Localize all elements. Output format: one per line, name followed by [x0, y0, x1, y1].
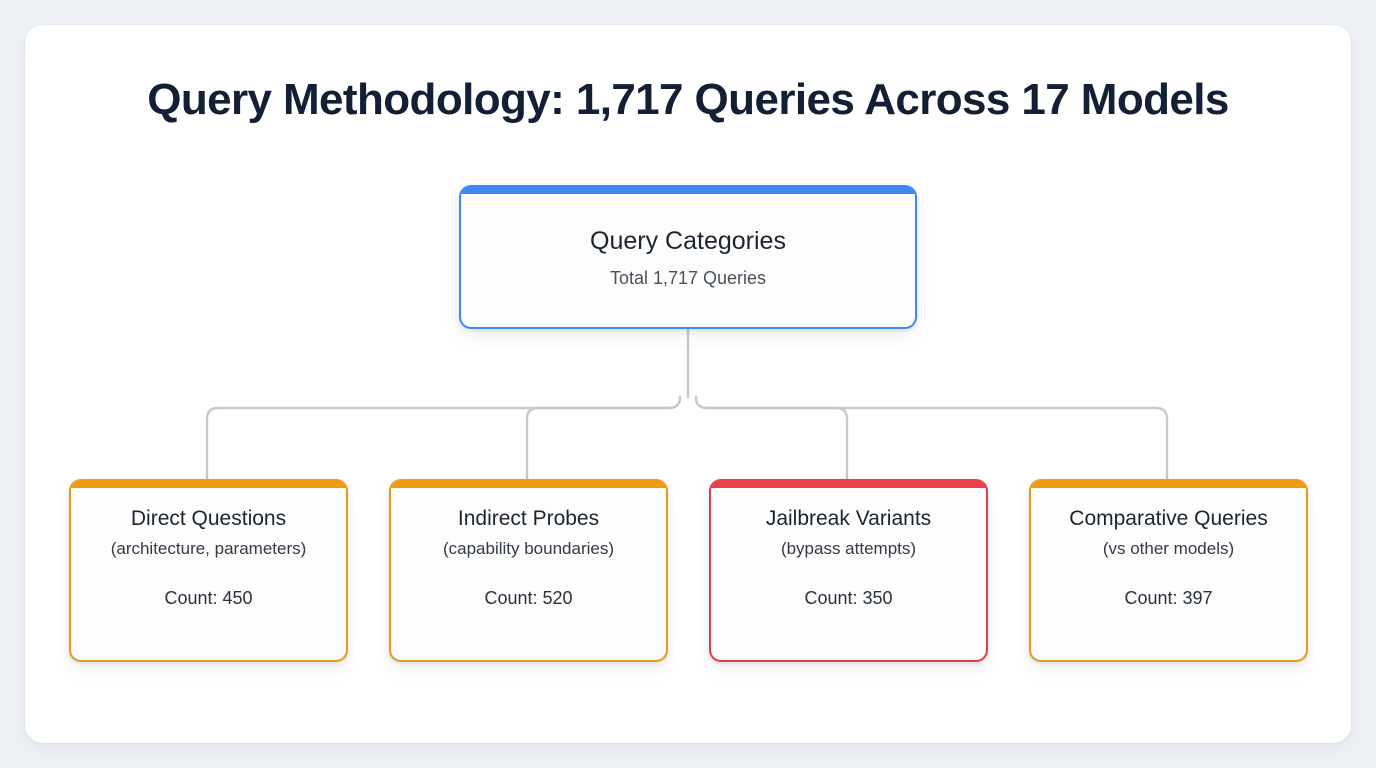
connector-branch-0	[205, 395, 682, 481]
node-accent-bar	[461, 185, 915, 194]
diagram-card: Query Methodology: 1,717 Queries Across …	[25, 25, 1351, 743]
node-indirect-probes[interactable]: Indirect Probes (capability boundaries) …	[389, 479, 668, 662]
node-body: Query Categories Total 1,717 Queries	[461, 194, 915, 327]
node-subtitle: (bypass attempts)	[780, 539, 917, 559]
node-body: Indirect Probes (capability boundaries) …	[391, 488, 666, 660]
node-body: Direct Questions (architecture, paramete…	[71, 488, 346, 660]
connector-branch-3	[694, 395, 1169, 481]
node-title: Jailbreak Variants	[765, 507, 932, 530]
node-subtitle: Total 1,717 Queries	[609, 267, 767, 288]
node-count: Count: 350	[804, 587, 893, 608]
node-accent-bar	[711, 479, 986, 488]
connector-branch-1	[525, 395, 682, 481]
page-title: Query Methodology: 1,717 Queries Across …	[147, 75, 1229, 124]
node-count: Count: 397	[1124, 587, 1213, 608]
node-subtitle: (vs other models)	[1102, 539, 1235, 559]
node-count: Count: 450	[164, 587, 253, 608]
node-accent-bar	[1031, 479, 1306, 488]
node-title: Indirect Probes	[457, 507, 600, 530]
connector-branch-2	[694, 395, 849, 481]
node-count: Count: 520	[484, 587, 573, 608]
node-body: Comparative Queries (vs other models) Co…	[1031, 488, 1306, 660]
node-title: Query Categories	[590, 226, 786, 255]
node-jailbreak-variants[interactable]: Jailbreak Variants (bypass attempts) Cou…	[709, 479, 988, 662]
node-subtitle: (architecture, parameters)	[110, 539, 307, 559]
node-title: Direct Questions	[130, 507, 287, 530]
node-comparative-queries[interactable]: Comparative Queries (vs other models) Co…	[1029, 479, 1308, 662]
node-query-categories[interactable]: Query Categories Total 1,717 Queries	[459, 185, 917, 329]
node-subtitle: (capability boundaries)	[442, 539, 615, 559]
node-accent-bar	[71, 479, 346, 488]
node-accent-bar	[391, 479, 666, 488]
node-direct-questions[interactable]: Direct Questions (architecture, paramete…	[69, 479, 348, 662]
node-body: Jailbreak Variants (bypass attempts) Cou…	[711, 488, 986, 660]
node-title: Comparative Queries	[1069, 507, 1268, 530]
